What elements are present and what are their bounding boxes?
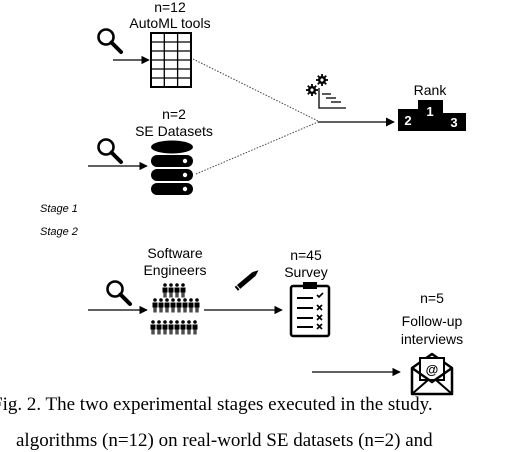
person-figure bbox=[180, 320, 186, 335]
table-grid-icon bbox=[150, 32, 192, 88]
gears-chart-icon bbox=[306, 74, 346, 109]
person-figure bbox=[158, 298, 164, 313]
magnifier-icon bbox=[97, 28, 123, 54]
datasets-label: SE Datasets bbox=[135, 123, 213, 139]
podium-place-1: 1 bbox=[426, 104, 433, 119]
email-envelope-icon: @ bbox=[410, 352, 454, 396]
followup-label-line2: interviews bbox=[401, 331, 463, 347]
people-group-icon bbox=[150, 283, 200, 335]
person-figure bbox=[192, 320, 198, 335]
automl-connector-line bbox=[192, 58, 319, 122]
datasets-connector-line bbox=[195, 121, 319, 175]
podium-place-3: 3 bbox=[450, 115, 457, 130]
person-figure bbox=[152, 298, 158, 313]
clipboard-checklist-icon bbox=[289, 282, 331, 338]
podium-icon: 2 1 3 bbox=[398, 100, 466, 131]
survey-label: Survey bbox=[284, 264, 328, 280]
magnifier-icon bbox=[106, 280, 132, 306]
automl-label: AutoML tools bbox=[129, 15, 210, 31]
engineers-label-line1: Software bbox=[147, 245, 202, 261]
datasets-count: n=2 bbox=[162, 106, 186, 122]
figure-caption: Fig. 2. The two experimental stages exec… bbox=[0, 394, 433, 415]
person-figure bbox=[164, 298, 170, 313]
person-figure bbox=[182, 298, 188, 313]
person-figure bbox=[176, 298, 182, 313]
engineers-label-line2: Engineers bbox=[143, 262, 206, 278]
person-figure bbox=[168, 320, 174, 335]
person-figure bbox=[186, 320, 192, 335]
svg-text:@: @ bbox=[426, 362, 439, 377]
person-figure bbox=[162, 283, 168, 298]
person-figure bbox=[174, 320, 180, 335]
person-figure bbox=[194, 298, 200, 313]
podium-place-2: 2 bbox=[404, 113, 411, 128]
rank-label: Rank bbox=[414, 82, 448, 98]
stage-1-label: Stage 1 bbox=[40, 203, 78, 215]
person-figure bbox=[188, 298, 194, 313]
person-figure bbox=[156, 320, 162, 335]
body-text-fragment: algorithms (n=12) on real-world SE datas… bbox=[16, 430, 433, 451]
person-figure bbox=[168, 283, 174, 298]
person-figure bbox=[162, 320, 168, 335]
person-figure bbox=[174, 283, 180, 298]
magnifier-icon bbox=[97, 138, 123, 164]
database-icon bbox=[151, 140, 193, 195]
survey-count: n=45 bbox=[290, 247, 322, 263]
followup-label-line1: Follow-up bbox=[402, 313, 463, 329]
stage-2-label: Stage 2 bbox=[40, 226, 78, 238]
pencil-icon bbox=[234, 270, 259, 291]
person-figure bbox=[150, 320, 156, 335]
person-figure bbox=[180, 283, 186, 298]
followup-count: n=5 bbox=[420, 290, 444, 306]
person-figure bbox=[170, 298, 176, 313]
automl-count: n=12 bbox=[154, 0, 186, 15]
